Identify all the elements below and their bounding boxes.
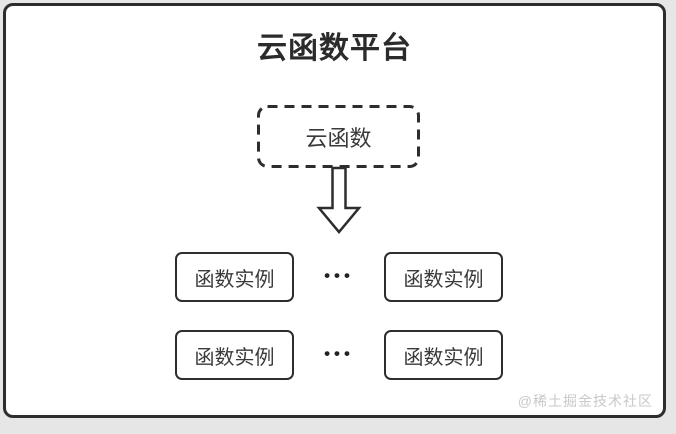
watermark: @稀土掘金技术社区 (517, 393, 653, 409)
ellipsis-dots: ••• (324, 266, 354, 285)
function-instance-box: 函数实例 (384, 252, 503, 302)
down-arrow-icon (316, 166, 362, 234)
diagram-title: 云函数平台 (257, 32, 412, 65)
function-instance-box: 函数实例 (384, 330, 503, 380)
function-instance-box: 函数实例 (175, 252, 294, 302)
cloud-function-node: 云函数 (305, 125, 372, 151)
cloud-platform-frame: 云函数平台 云函数 函数实例 ••• 函数实例 函数实例 ••• 函数实例 @稀… (3, 3, 666, 418)
cloud-function-box-border (257, 105, 420, 168)
function-instance-box: 函数实例 (175, 330, 294, 380)
ellipsis-dots: ••• (324, 344, 354, 363)
